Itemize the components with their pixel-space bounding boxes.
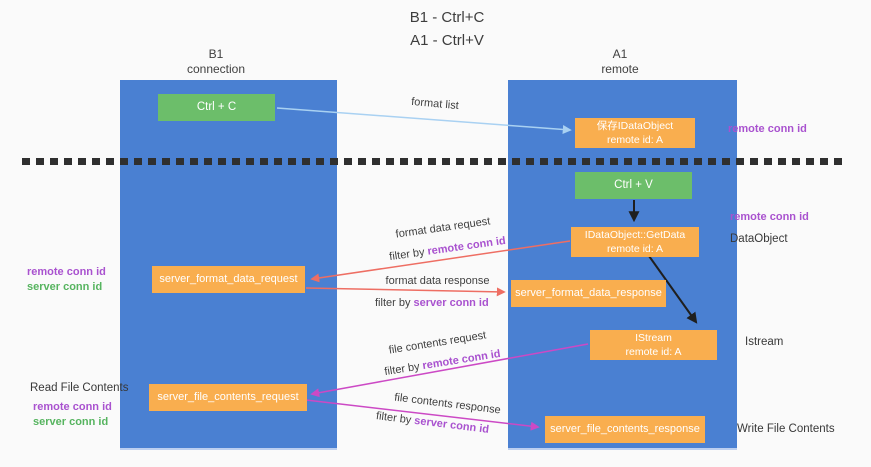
istream-side-label: Istream [745,336,784,348]
server-format-data-response-node: server_format_data_response [511,280,666,307]
filter-id: server conn id [413,297,489,309]
lane-b1-role: connection [186,62,246,76]
istream-line2: remote id: A [625,345,682,358]
filter-id: remote conn id [421,347,502,373]
remote-conn-id-label-bottom-left: remote conn id [33,401,112,413]
ctrl-v-node: Ctrl + V [575,172,692,199]
lane-header-a1: A1 remote [560,47,680,77]
server-conn-id-label-bottom-left: server conn id [33,416,109,428]
server-file-contents-response-node: server_file_contents_response [545,416,705,443]
read-file-contents-label: Read File Contents [30,382,129,394]
lane-a1-name: A1 [612,47,628,61]
filter-prefix: filter by [375,410,416,427]
istream-node: IStream remote id: A [590,330,717,360]
remote-conn-id-label-top-right: remote conn id [728,123,807,135]
remote-conn-id-label-mid-right: remote conn id [730,211,809,223]
idataobject-getdata-node: IDataObject::GetData remote id: A [571,227,699,257]
server-conn-id-label-mid-left: server conn id [27,281,103,293]
write-file-contents-label: Write File Contents [737,423,835,435]
save-idataobject-line2: remote id: A [606,133,664,146]
ctrl-c-node: Ctrl + C [158,94,275,121]
save-idataobject-line1: 保存IDataObject [596,120,674,132]
title-line-b1: B1 - Ctrl+C [409,9,485,26]
dataobject-label: DataObject [730,233,788,245]
filter-by-server-conn-id-label-file: filter by server conn id [375,410,491,436]
diagram-title: B1 - Ctrl+C A1 - Ctrl+V [287,6,607,52]
format-list-label: format list [410,95,460,113]
getdata-line2: remote id: A [606,242,664,255]
filter-id: server conn id [413,414,490,436]
remote-conn-id-label-mid-left: remote conn id [27,266,106,278]
filter-prefix: filter by [383,360,424,379]
lane-header-b1: B1 connection [156,47,276,77]
filter-prefix: filter by [388,245,429,264]
getdata-line1: IDataObject::GetData [584,229,686,241]
server-file-contents-request-node: server_file_contents_request [149,384,307,411]
lane-b1-name: B1 [208,47,224,61]
lane-a1-role: remote [601,62,639,76]
save-idataobject-node: 保存IDataObject remote id: A [575,118,695,148]
phase-divider-dashed-line [22,158,843,165]
istream-line1: IStream [635,332,672,344]
filter-by-server-conn-id-label-format: filter by server conn id [375,297,489,309]
title-line-a1: A1 - Ctrl+V [410,32,484,49]
server-format-data-request-node: server_format_data_request [152,266,305,293]
format-data-response-label: format data response [385,275,490,287]
filter-prefix: filter by [375,297,414,309]
filter-id: remote conn id [426,234,507,258]
